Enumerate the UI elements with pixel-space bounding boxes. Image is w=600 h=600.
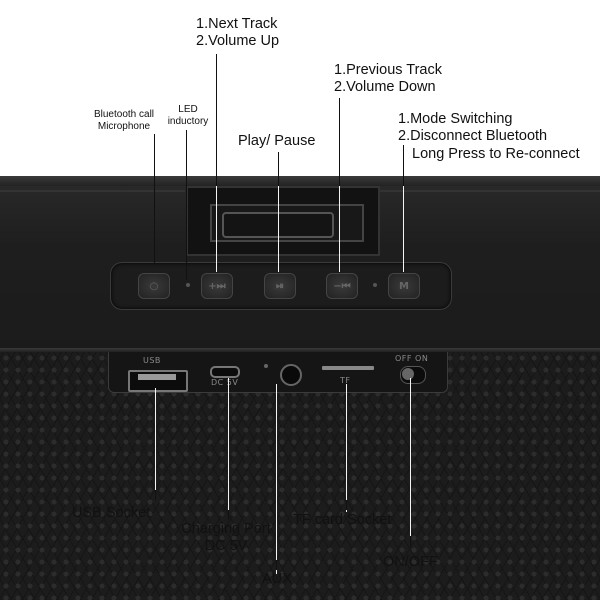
label-aux: AUX — [262, 571, 292, 587]
tf-print: TF — [340, 376, 351, 385]
offon-print: OFF ON — [395, 354, 429, 363]
leader-tf-black — [346, 500, 347, 510]
top-seam-right — [375, 190, 600, 192]
leader-onoff-white — [410, 378, 411, 546]
leader-aux-white — [276, 384, 277, 574]
label-usb-socket: USB Socket — [72, 505, 151, 521]
led-indicator-2 — [373, 283, 377, 287]
top-seam-left — [0, 190, 185, 192]
grille-edge — [0, 348, 600, 354]
leader-prev-white — [339, 186, 340, 272]
label-next-track: 1.Next Track 2.Volume Up — [196, 16, 280, 50]
power-switch-knob — [402, 368, 414, 380]
label-tf-card: TF card Socket — [293, 512, 392, 528]
led-indicator — [186, 283, 190, 287]
usb-socket-contact — [138, 374, 176, 380]
label-led: LED inductory — [167, 104, 209, 127]
leader-next-black — [216, 54, 217, 186]
usb-print: USB — [143, 356, 161, 365]
dc-print: DC 5V — [211, 378, 239, 387]
leader-play-black — [278, 152, 279, 186]
previous-track-button[interactable]: −⏮ — [326, 273, 358, 299]
label-bluetooth-mic: Bluetooth call Microphone — [93, 109, 155, 132]
aux-indicator-dot — [264, 364, 268, 368]
leader-next-white — [216, 186, 217, 272]
label-previous-track: 1.Previous Track 2.Volume Down — [334, 62, 442, 96]
label-charging-port: Charging Port DC 5V — [181, 521, 271, 555]
leader-prev-black — [339, 98, 340, 186]
charging-port[interactable] — [210, 366, 240, 378]
leader-onoff-black — [410, 536, 411, 546]
leader-dc-white — [228, 378, 229, 518]
next-track-button[interactable]: +⏭ — [201, 273, 233, 299]
leader-mode-white — [403, 186, 404, 272]
label-play-pause: Play/ Pause — [238, 133, 316, 149]
leader-aux-black — [276, 560, 277, 570]
aux-port[interactable] — [280, 364, 302, 386]
leader-tf-white — [346, 384, 347, 512]
tf-card-slot[interactable] — [322, 366, 374, 370]
leader-led — [186, 130, 187, 280]
label-on-off: ON/OFF — [383, 554, 438, 570]
leader-mic — [154, 134, 155, 264]
label-mode-switching: 1.Mode Switching 2.Disconnect Bluetooth … — [398, 111, 580, 162]
microphone-hole-icon: ○ — [138, 273, 170, 299]
leader-play-white — [278, 186, 279, 272]
leader-dc-black — [228, 510, 229, 520]
leader-usb-white — [155, 388, 156, 498]
speaker-grille — [0, 352, 600, 600]
mode-button[interactable]: M — [388, 273, 420, 299]
leader-usb-black — [155, 490, 156, 500]
leader-mode-black — [403, 145, 404, 186]
play-pause-button[interactable]: ⏯ — [264, 273, 296, 299]
speaker-top-edge — [0, 176, 600, 186]
